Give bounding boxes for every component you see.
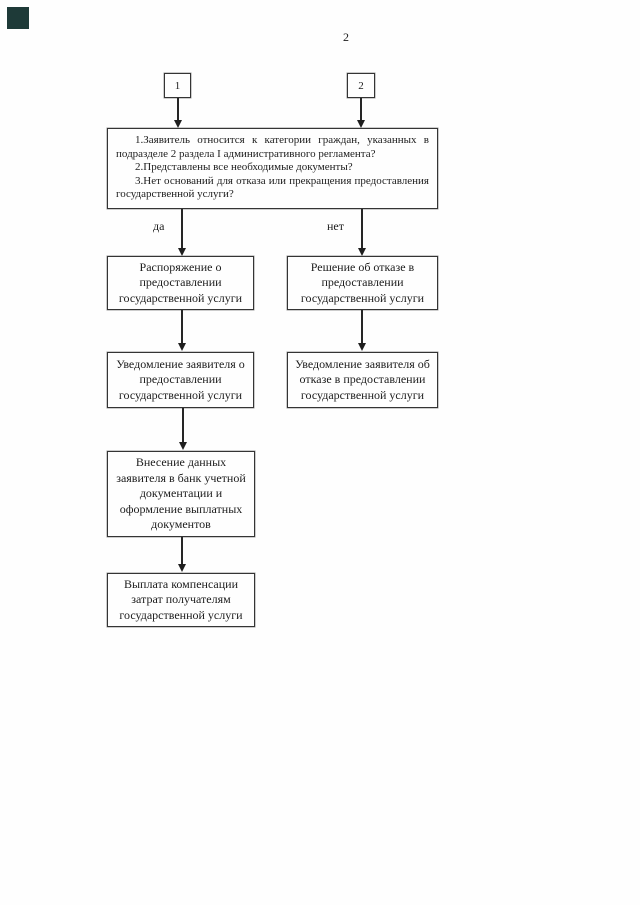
ref-node-1: 1 bbox=[164, 73, 191, 98]
flow-arrow-yes bbox=[178, 209, 185, 256]
flow-arrow-left-3 bbox=[178, 537, 185, 572]
box-refusal-decision: Решение об отказе в предоставлении госуд… bbox=[287, 256, 438, 310]
box-record-data: Внесение данных заявителя в банк учетной… bbox=[107, 451, 255, 537]
ref-node-2: 2 bbox=[347, 73, 375, 98]
ref-node-2-label: 2 bbox=[358, 79, 364, 92]
flow-arrow-no bbox=[358, 209, 365, 256]
branch-label-yes: да bbox=[153, 219, 165, 233]
flow-arrow-ref1-to-decision bbox=[174, 98, 181, 128]
box-notify-provision: Уведомление заявителя о предоставлении г… bbox=[107, 352, 254, 408]
branch-label-no: нет bbox=[327, 219, 344, 233]
decision-box: 1.Заявитель относится к категории гражда… bbox=[107, 128, 438, 209]
flow-arrow-left-2 bbox=[179, 408, 186, 450]
box-order-provision: Распоряжение о предоставлении государств… bbox=[107, 256, 254, 310]
decision-condition-2: 2.Представлены все необходимые документы… bbox=[135, 161, 353, 173]
scan-corner-mark bbox=[7, 7, 29, 29]
decision-condition-3: 3.Нет оснований для отказа или прекращен… bbox=[116, 174, 429, 201]
flow-arrow-ref2-to-decision bbox=[357, 98, 364, 128]
decision-condition-1: 1.Заявитель относится к категории гражда… bbox=[116, 134, 429, 160]
box-payment: Выплата компенсации затрат получателям г… bbox=[107, 573, 255, 627]
flow-arrow-right-1 bbox=[358, 310, 365, 351]
ref-node-1-label: 1 bbox=[174, 79, 181, 92]
page-number: 2 bbox=[343, 30, 349, 44]
box-notify-refusal: Уведомление заявителя об отказе в предос… bbox=[287, 352, 438, 408]
flow-arrow-left-1 bbox=[178, 310, 185, 351]
